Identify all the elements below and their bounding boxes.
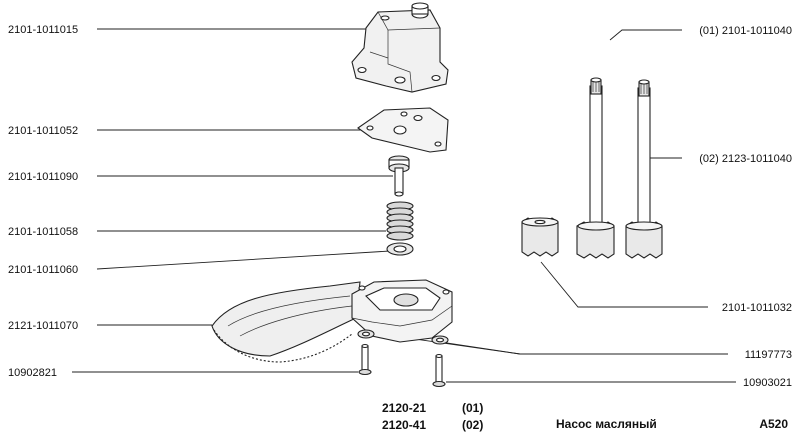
label-driven-gear: 2101-1011032 [722,302,792,314]
footer-code-1: (01) [462,401,483,415]
footer-code-2: (02) [462,418,483,432]
label-intermediate-plate: 2101-1011052 [8,125,78,137]
label-drive-shaft-01: (01) 2101-1011040 [699,25,792,37]
leader-driven-gear [540,261,708,308]
driven-gear-part [521,217,559,257]
footer: 2120-21 (01) 2120-41 (02) Насос масляный… [382,401,788,432]
label-relief-valve: 2101-1011090 [8,171,78,183]
intermediate-plate-part [357,107,449,153]
label-pump-cover: 2101-1011015 [8,24,78,36]
drive-shaft-02-part [625,79,663,259]
spring-washer-part [386,242,414,256]
cover-bolt-part [358,343,372,376]
drive-shaft-01-part [576,77,615,259]
label-drive-shaft-02: (02) 2123-1011040 [699,153,792,165]
housing-bolt-part [432,353,446,388]
label-housing-with-intake: 2121-1011070 [8,320,78,332]
label-mount-washer: 11197773 [745,349,792,361]
label-valve-spring: 2101-1011058 [8,226,78,238]
label-cover-bolt: 10902821 [8,367,57,379]
leader-drive-shaft-01 [609,29,682,41]
housing-with-intake-part [211,279,453,363]
footer-model-2: 2120-41 [382,418,426,432]
footer-title: Насос масляный [556,417,657,431]
valve-spring-part [386,201,414,242]
label-housing-bolt: 10903021 [743,377,792,389]
footer-sheet-number: A520 [759,417,788,431]
pump-cover-part [351,2,449,93]
footer-model-1: 2120-21 [382,401,426,415]
leader-mount-washer-2 [439,341,521,355]
label-spring-washer: 2101-1011060 [8,264,78,276]
leader-lines [72,28,736,383]
leader-spring-washer [96,250,391,270]
relief-valve-part [388,155,410,197]
